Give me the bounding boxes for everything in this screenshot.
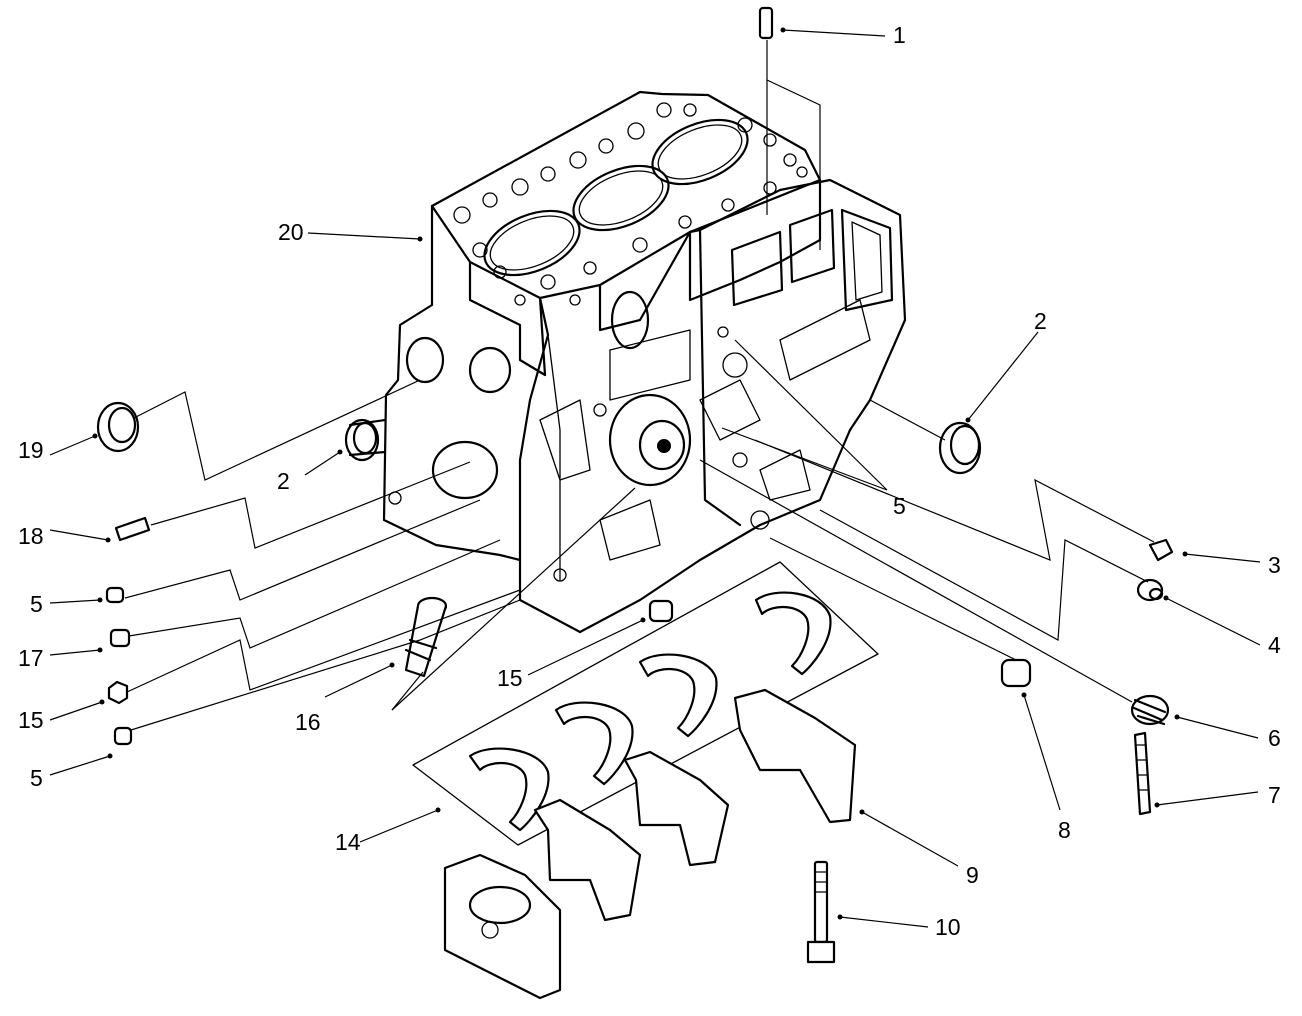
- callout-5-right: 5: [893, 493, 906, 519]
- bolt-10: [806, 860, 836, 964]
- stud-7: [1133, 731, 1152, 816]
- plug-17: [109, 628, 131, 648]
- explode-lines: [124, 40, 1155, 731]
- callout-16: 16: [295, 709, 321, 735]
- callout-5-left-upper: 5: [30, 591, 43, 617]
- plug-6: [1130, 694, 1170, 726]
- pin: [114, 516, 151, 542]
- plug-15-center: [648, 599, 674, 623]
- plug-5-lower: [113, 726, 133, 746]
- callout-3: 3: [1268, 552, 1281, 578]
- callout-5-left-lower: 5: [30, 765, 43, 791]
- callout-7: 7: [1268, 782, 1281, 808]
- bushing-right: [938, 421, 982, 475]
- callout-18: 18: [18, 523, 44, 549]
- oil-strainer: [404, 596, 448, 678]
- callout-4: 4: [1268, 632, 1281, 658]
- callout-20: 20: [278, 219, 304, 245]
- callout-9: 9: [966, 862, 979, 888]
- cylinder-block: [382, 90, 907, 634]
- callout-2-left: 2: [277, 468, 290, 494]
- plug-3: [1148, 538, 1174, 562]
- callout-19: 19: [18, 437, 44, 463]
- main-bearing-caps-9: [443, 688, 857, 1000]
- callout-17: 17: [18, 645, 44, 671]
- callout-2-right: 2: [1034, 308, 1047, 334]
- plug-8: [1000, 658, 1032, 688]
- bushing-left: [344, 418, 387, 462]
- bearing-kit-14: [412, 561, 879, 846]
- callout-15-center: 15: [497, 665, 523, 691]
- plug-4: [1136, 578, 1164, 602]
- callout-1: 1: [893, 22, 906, 48]
- callout-6: 6: [1268, 725, 1281, 751]
- dowel-pin: [758, 6, 774, 40]
- callout-8: 8: [1058, 817, 1071, 843]
- callout-leaders: [49, 27, 1261, 928]
- callout-14: 14: [335, 829, 361, 855]
- callout-10: 10: [935, 914, 961, 940]
- plug-5-upper: [105, 586, 125, 604]
- oil-seal: [96, 401, 140, 453]
- plug-15-left: [107, 680, 129, 705]
- callout-15-left: 15: [18, 707, 44, 733]
- callout-labels: 1 2 2 3 4 5 5 5 6 7 8 9 10 14 15 15 16 1…: [18, 22, 1281, 940]
